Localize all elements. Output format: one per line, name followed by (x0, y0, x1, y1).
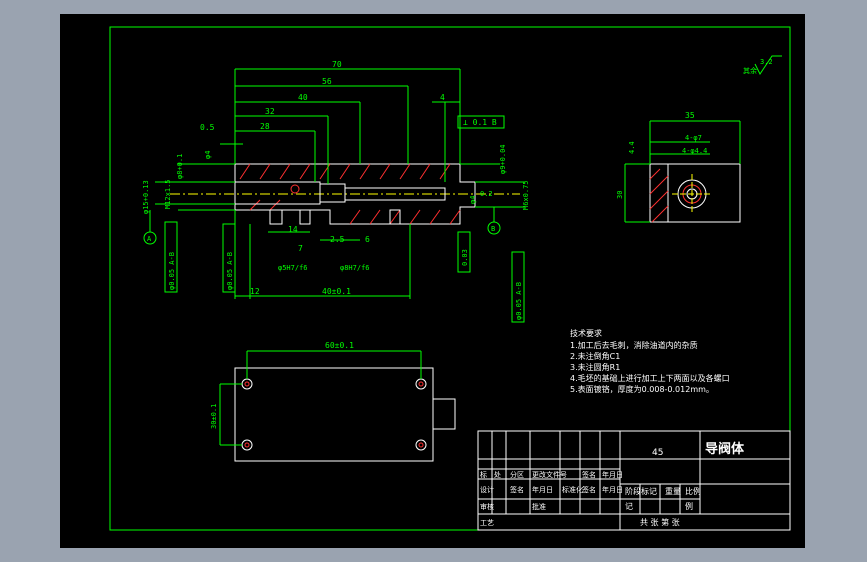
svg-text:φ4: φ4 (469, 196, 477, 204)
svg-text:5.表面镀铬，厚度为0.008-0.012mm。: 5.表面镀铬，厚度为0.008-0.012mm。 (570, 384, 714, 394)
svg-text:重量: 重量 (665, 486, 681, 496)
top-dimensions (220, 68, 461, 184)
svg-text:4.4: 4.4 (628, 141, 636, 154)
roughness-symbol: 3.2 其余 (743, 55, 782, 75)
perpendicularity-frame: ⊥ 0.1 B (457, 115, 505, 129)
cad-drawing: 3.2 其余 (109, 26, 791, 531)
svg-text:4: 4 (440, 93, 445, 102)
svg-text:更改文件号: 更改文件号 (532, 470, 567, 479)
svg-text:处: 处 (494, 470, 501, 479)
svg-text:40: 40 (298, 93, 308, 102)
inner-frame (109, 26, 791, 531)
svg-text:2.未注倒角C1: 2.未注倒角C1 (570, 351, 620, 361)
svg-text:⊥ 0.1 B: ⊥ 0.1 B (463, 118, 497, 127)
svg-text:标: 标 (480, 470, 487, 479)
material: 45 (652, 448, 663, 458)
svg-text:3.2: 3.2 (760, 58, 773, 66)
svg-text:M12x1.5: M12x1.5 (164, 179, 172, 209)
svg-text:2.5: 2.5 (330, 235, 345, 244)
svg-text:技术要求: 技术要求 (570, 328, 602, 338)
svg-text:14: 14 (288, 225, 298, 234)
technical-notes: 技术要求 1.加工后去毛刺，消除油道内的杂质 2.未注倒角C1 3.未注圆角R1… (570, 328, 730, 394)
svg-text:例: 例 (685, 501, 693, 511)
svg-text:φ4: φ4 (204, 151, 212, 159)
part-name: 导阀体 (705, 441, 745, 457)
side-view: 35 4-φ7 4-φ4.4 30 4.4 (616, 111, 741, 223)
svg-text:签名: 签名 (582, 485, 596, 494)
svg-text:工艺: 工艺 (480, 519, 494, 527)
svg-text:签名: 签名 (510, 485, 524, 494)
svg-text:30±0.1: 30±0.1 (210, 404, 218, 429)
drawing-sheet: 3.2 其余 (60, 14, 805, 548)
svg-text:标准化: 标准化 (562, 485, 583, 494)
svg-text:φ8H7/f6: φ8H7/f6 (340, 264, 370, 272)
svg-text:共 张 第 张: 共 张 第 张 (640, 517, 680, 527)
svg-text:其余: 其余 (743, 66, 757, 75)
svg-text:φ0.05 A-B: φ0.05 A-B (168, 252, 176, 290)
top-view: 60±0.1 30±0.1 (210, 341, 456, 462)
svg-text:4-φ4.4: 4-φ4.4 (682, 147, 707, 155)
svg-text:年月日: 年月日 (602, 485, 623, 494)
main-section-view: 70 56 40 32 28 4 0.5 ⊥ 0.1 B φ15+0.13 φ8… (142, 60, 530, 323)
svg-text:年月日: 年月日 (602, 470, 623, 479)
title-block: 45 导阀体 标 处 分区 更改文件号 签名 年月日 设计 签名 年月日 标准化… (477, 430, 791, 531)
svg-text:1.加工后去毛刺，消除油道内的杂质: 1.加工后去毛刺，消除油道内的杂质 (570, 340, 698, 350)
svg-text:60±0.1: 60±0.1 (325, 341, 354, 350)
svg-text:32: 32 (265, 107, 275, 116)
svg-text:30: 30 (616, 191, 624, 199)
mount-holes (241, 378, 427, 451)
svg-text:设计: 设计 (480, 485, 494, 494)
svg-text:批准: 批准 (532, 502, 546, 511)
svg-text:6: 6 (365, 235, 370, 244)
svg-text:A: A (147, 235, 152, 243)
svg-text:40±0.1: 40±0.1 (322, 287, 351, 296)
svg-text:0.5: 0.5 (200, 123, 215, 132)
svg-text:φ0.05 A-B: φ0.05 A-B (226, 252, 234, 290)
svg-text:3.未注圆角R1: 3.未注圆角R1 (570, 362, 620, 372)
svg-text:7: 7 (298, 244, 303, 253)
svg-text:记: 记 (625, 502, 633, 511)
svg-text:分区: 分区 (510, 470, 524, 479)
svg-text:4-φ7: 4-φ7 (685, 134, 702, 142)
bottom-dimensions (234, 210, 411, 299)
tolerance-frame-mid: φ0.05 A-B (222, 223, 236, 293)
svg-text:φ9+0.04: φ9+0.04 (499, 144, 507, 174)
svg-text:阶段标记: 阶段标记 (625, 486, 657, 496)
svg-text:φ8+0.1: φ8+0.1 (176, 154, 184, 179)
svg-text:70: 70 (332, 60, 342, 69)
svg-text:φ0.05 A-B: φ0.05 A-B (515, 282, 523, 320)
svg-text:0.2: 0.2 (480, 190, 493, 198)
svg-text:4.毛坯的基础上进行加工上下两面以及各螺口: 4.毛坯的基础上进行加工上下两面以及各螺口 (570, 373, 730, 383)
svg-text:B: B (491, 225, 495, 233)
svg-text:比例: 比例 (685, 486, 701, 496)
svg-text:28: 28 (260, 122, 270, 131)
svg-text:0.03: 0.03 (461, 249, 469, 266)
tolerance-frame-runout: 0.03 (457, 231, 471, 273)
svg-text:56: 56 (322, 77, 332, 86)
datum-a: A (143, 210, 157, 245)
tolerance-frame-left: φ0.05 A-B (164, 221, 178, 293)
svg-text:35: 35 (685, 111, 695, 120)
svg-text:12: 12 (250, 287, 260, 296)
svg-text:M6x0.75: M6x0.75 (522, 180, 530, 210)
svg-text:φ5H7/f6: φ5H7/f6 (278, 264, 308, 272)
svg-text:审核: 审核 (480, 502, 494, 511)
svg-text:φ15+0.13: φ15+0.13 (142, 180, 150, 214)
tolerance-frame-right: φ0.05 A-B (511, 251, 525, 323)
svg-text:签名: 签名 (582, 470, 596, 479)
datum-b: B (487, 207, 501, 235)
svg-text:年月日: 年月日 (532, 485, 553, 494)
